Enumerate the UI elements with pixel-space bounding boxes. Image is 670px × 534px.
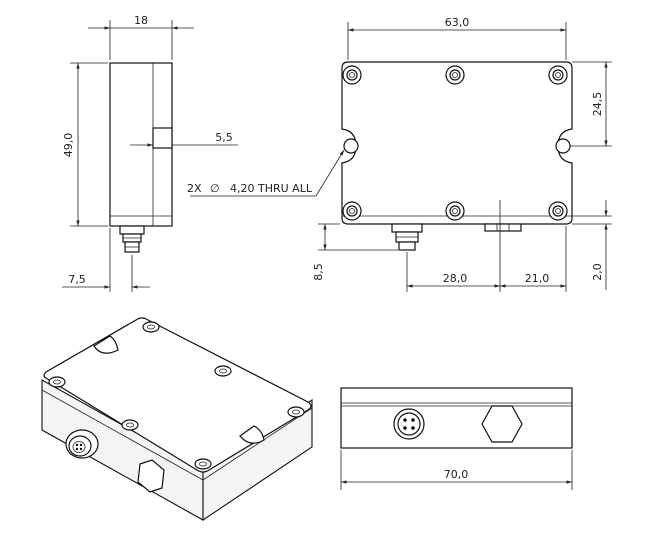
side-view: 18 49,0 5,5 7,5	[62, 14, 238, 292]
hole-callout-diameter-symbol: ∅	[210, 182, 220, 195]
front-view: 70,0	[340, 387, 573, 490]
isometric-view	[41, 317, 313, 522]
isometric-screw	[142, 321, 160, 333]
isometric-screw	[194, 458, 212, 470]
top-view-screw	[548, 201, 568, 221]
dim-connector-height: 8,5	[312, 263, 325, 281]
front-view-vent	[481, 405, 523, 443]
top-view: 63,0 24,5 2X ∅ 4,20 THRU ALL 8,5 28,0 21…	[187, 16, 612, 292]
dim-base-step: 2,0	[591, 263, 604, 281]
dim-hole-spacing: 24,5	[591, 92, 604, 117]
side-view-flange-step	[152, 127, 173, 149]
dim-top-width: 63,0	[445, 16, 470, 29]
front-view-connector	[393, 408, 425, 440]
dim-connector-offset: 7,5	[68, 273, 86, 286]
top-view-screw	[445, 65, 465, 85]
isometric-screw	[287, 406, 305, 418]
side-view-connector	[119, 225, 145, 253]
isometric-screw	[48, 376, 66, 388]
top-view-screw	[548, 65, 568, 85]
top-view-screw	[342, 201, 362, 221]
dim-vent-pos: 21,0	[525, 272, 550, 285]
top-view-body	[341, 61, 573, 225]
top-view-screw	[445, 201, 465, 221]
hole-callout-text: 4,20 THRU ALL	[230, 182, 313, 195]
top-view-connector	[391, 223, 423, 251]
dim-front-width: 70,0	[444, 468, 469, 481]
hole-callout-prefix: 2X	[187, 182, 202, 195]
top-view-vent	[484, 223, 522, 232]
isometric-connector	[65, 429, 99, 459]
dim-connector-pos: 28,0	[443, 272, 468, 285]
isometric-vent	[137, 459, 165, 493]
front-view-body	[340, 387, 573, 449]
top-view-thru-hole	[555, 138, 571, 154]
top-view-thru-hole	[343, 138, 359, 154]
isometric-screw	[214, 365, 232, 377]
top-view-screw	[342, 65, 362, 85]
dim-flange-step: 5,5	[215, 131, 233, 144]
isometric-screw	[121, 419, 139, 431]
dim-side-height: 49,0	[62, 133, 75, 158]
dim-side-width: 18	[134, 14, 148, 27]
